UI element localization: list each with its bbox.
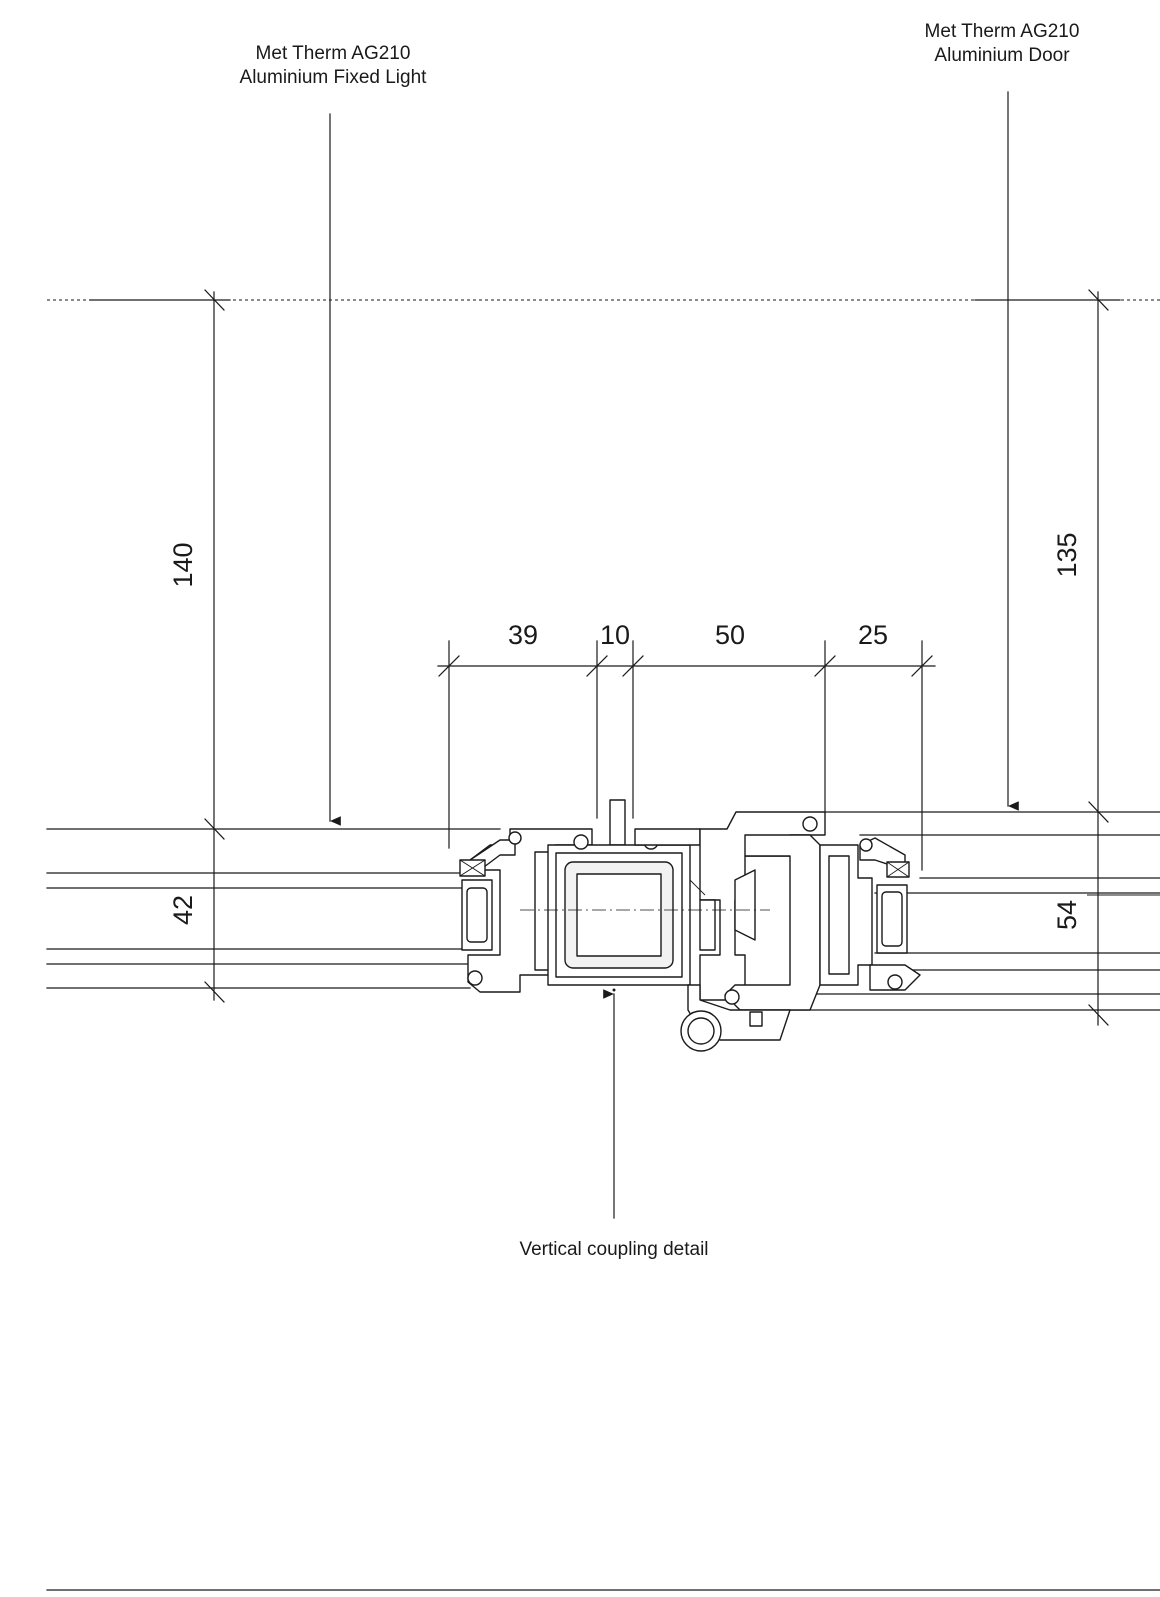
dim-segment-2: 10 [600,620,630,650]
door-label-line1: Met Therm AG210 [925,21,1080,42]
dim-fixed-light-depth: 42 [168,895,198,925]
dim-segment-4: 25 [858,620,888,650]
left-dimension-line [204,289,225,1003]
horizontal-dimension-chain [437,640,936,871]
fixed-light-glazing [46,828,501,989]
dim-segment-3: 50 [715,620,745,650]
dim-fixed-light-height: 140 [168,542,198,587]
dim-door-height: 135 [1052,532,1082,577]
centre-mark [689,879,706,896]
door-sash [819,837,921,991]
right-dimension-line [1088,289,1109,1026]
fixed-light-label-line1: Met Therm AG210 [256,43,411,64]
fixed-light-label-line2: Aluminium Fixed Light [240,67,428,88]
fixed-light-label: Met Therm AG210 Aluminium Fixed Light [240,43,428,88]
coupling-mullion [547,799,701,992]
door-glazing [789,811,1160,1011]
door-threshold [680,984,791,1052]
door-frame [699,811,826,1011]
fixed-light-frame [459,828,593,993]
door-label-line2: Aluminium Door [934,45,1070,66]
caption: Vertical coupling detail [519,1239,708,1260]
door-label: Met Therm AG210 Aluminium Door [925,21,1080,66]
dim-segment-1: 39 [508,620,538,650]
dim-door-depth: 54 [1052,900,1082,930]
